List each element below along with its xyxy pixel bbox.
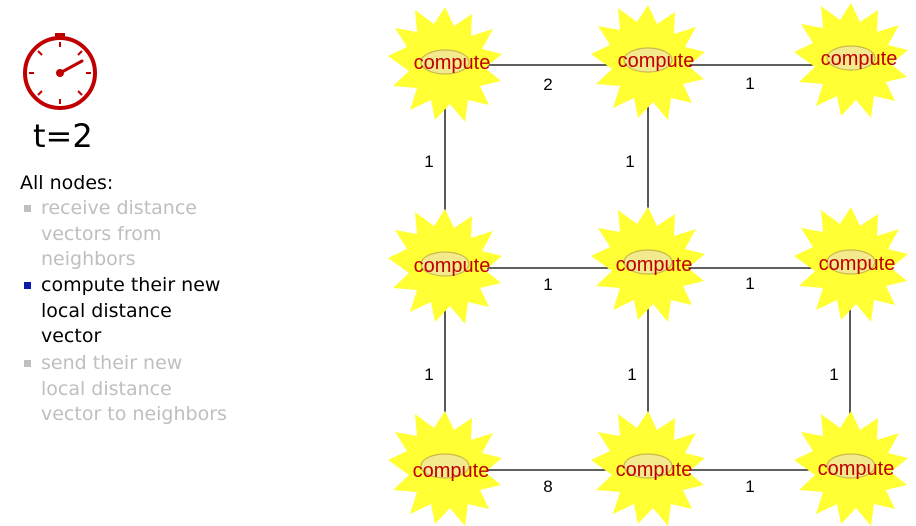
router-icon: [623, 249, 673, 275]
step-text: receive distance: [41, 197, 197, 219]
router-icon: [623, 453, 673, 479]
router-icon: [826, 453, 876, 479]
step-receive: receive distance vectors from neighbors: [20, 196, 250, 273]
step-text: neighbors: [41, 248, 136, 270]
edge-weight: 1: [829, 365, 838, 384]
edge-weight: 1: [745, 274, 754, 293]
router-icon: [826, 249, 876, 275]
step-text: vector to neighbors: [41, 403, 227, 425]
router-icon: [623, 47, 673, 73]
node-label: compute: [618, 50, 695, 72]
edge-weight: 1: [424, 152, 433, 171]
node-label: compute: [414, 255, 491, 277]
bullet-icon: [24, 205, 31, 212]
node-b: compute: [591, 5, 705, 120]
router-icon: [826, 45, 876, 71]
router-icon: [420, 251, 470, 277]
time-label: t=2: [33, 117, 93, 155]
node-h: compute: [591, 411, 705, 526]
step-text: compute their new: [41, 274, 221, 296]
bullet-icon: [24, 360, 31, 367]
node-label: compute: [616, 459, 693, 481]
step-send: send their new local distance vector to …: [20, 351, 250, 428]
node-d: compute: [388, 209, 502, 324]
edge-weight: 1: [745, 74, 754, 93]
edge-weight: 1: [625, 152, 634, 171]
node-f: compute: [794, 207, 908, 322]
edge-weight: 1: [627, 365, 636, 384]
step-compute: compute their new local distance vector: [20, 273, 250, 350]
clock-icon: [23, 33, 97, 110]
node-label: compute: [616, 254, 693, 276]
edge-weight: 2: [543, 75, 552, 94]
step-text: local distance: [41, 377, 172, 400]
step-text: send their new: [41, 352, 183, 374]
step-text: vectors from: [41, 222, 162, 245]
nodes-heading: All nodes:: [20, 172, 114, 194]
node-label: compute: [414, 52, 491, 74]
edge-weight: 8: [543, 477, 552, 496]
node-a: compute: [388, 7, 502, 122]
edge-weight: 1: [745, 477, 754, 496]
bullet-icon: [24, 282, 31, 289]
node-label: compute: [413, 460, 490, 482]
node-i: compute: [794, 411, 908, 526]
step-text: local distance: [41, 299, 172, 322]
edge-weight: 1: [543, 275, 552, 294]
node-e: compute: [591, 207, 705, 322]
node-c: compute: [794, 3, 908, 118]
router-icon: [420, 453, 470, 479]
router-icon: [420, 49, 470, 75]
node-label: compute: [818, 458, 895, 480]
node-label: compute: [821, 48, 898, 70]
edge-weight: 1: [424, 365, 433, 384]
node-label: compute: [819, 253, 896, 275]
node-g: compute: [388, 411, 502, 526]
step-text: vector: [41, 325, 102, 347]
